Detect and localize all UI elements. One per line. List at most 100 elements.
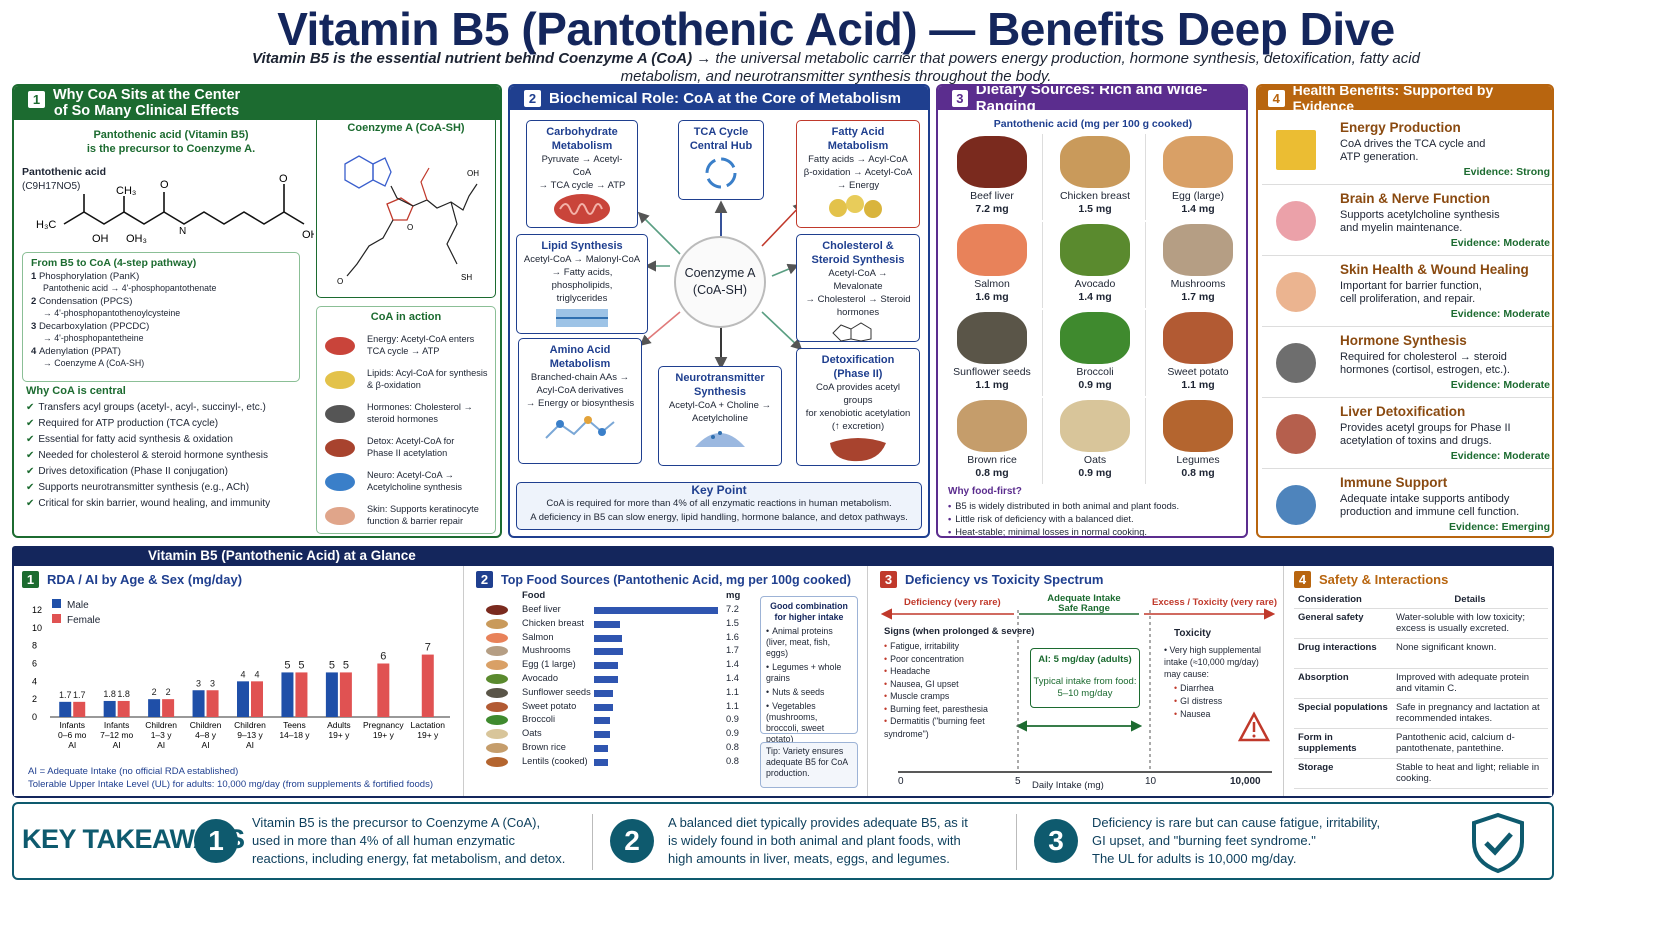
food-row-value: 1.6: [726, 631, 739, 642]
svg-text:OH₃: OH₃: [126, 233, 147, 244]
box-title: Metabolism: [549, 358, 611, 370]
food-thumb-icon: [486, 729, 508, 740]
food-row-bar: [594, 676, 619, 683]
bar-female: [295, 672, 308, 717]
x-tick-label: Infants: [59, 720, 85, 730]
evidence-label: Evidence: Moderate: [1450, 308, 1550, 320]
food-row-value: 0.9: [726, 714, 739, 725]
box-text: hormones: [836, 307, 880, 318]
y-tick-label: 10: [32, 623, 42, 633]
box-text: Acetyl-CoA → Malonyl-CoA: [523, 254, 641, 265]
svg-text:OH: OH: [92, 233, 109, 244]
brain-icon: [1272, 197, 1322, 247]
food-value: 0.9 mg: [1078, 467, 1112, 479]
ai-box: AI: 5 mg/day (adults) Typical intake fro…: [1030, 648, 1140, 708]
x-tick-label: AI: [157, 740, 165, 750]
hub-label: Coenzyme A: [684, 266, 756, 280]
x-tick-label: 0–6 mo: [58, 730, 87, 740]
svg-text:CH₃: CH₃: [116, 185, 136, 197]
why-food-title: Why food-first?: [948, 486, 1022, 497]
x-tick-label: Children: [145, 720, 177, 730]
action-title: CoA in action: [370, 311, 442, 323]
svg-text:N: N: [179, 226, 186, 237]
combo-box: Good combination for higher intake •Anim…: [760, 596, 858, 744]
food-value: 0.9 mg: [1078, 379, 1112, 391]
detox-box: Detoxification(Phase II) CoA provides ac…: [796, 348, 920, 466]
bar-value-label: 5: [298, 659, 304, 671]
safety-consideration: General safety: [1294, 608, 1392, 639]
box-text: Pyruvate → Acetyl-CoA: [541, 154, 623, 178]
benefit-title: Hormone Synthesis: [1340, 333, 1467, 348]
sign-item: •Dermatitis ("burning feet syndrome"): [884, 716, 985, 739]
panel-biochemical-role: 2 Biochemical Role: CoA at the Core of M…: [508, 84, 930, 538]
food-thumb-icon: [486, 660, 508, 671]
safety-consideration: Special populations: [1294, 698, 1392, 729]
food-name: Legumes: [1176, 454, 1220, 466]
page-subtitle: Vitamin B5 is the essential nutrient beh…: [252, 50, 1420, 85]
x-tick-label: 19+ y: [373, 730, 395, 740]
key-point-title: Key Point: [691, 483, 747, 497]
evidence-label: Evidence: Moderate: [1450, 237, 1550, 249]
svg-text:SH: SH: [461, 273, 472, 282]
x-tick-label: 4–8 y: [195, 730, 217, 740]
check-icon: ✔: [26, 498, 35, 509]
y-tick-label: 2: [32, 694, 37, 704]
food-name: Chicken breast: [1059, 190, 1131, 202]
food-value: 1.1 mg: [1181, 379, 1215, 391]
x-tick-label: AI: [68, 740, 76, 750]
bar-value-label: 1.8: [117, 689, 130, 699]
section-number: 4: [1268, 89, 1285, 107]
skin-icon: [325, 507, 355, 525]
coenzyme-a-hub: Coenzyme A(CoA-SH): [674, 236, 766, 328]
box-title: Cholesterol &: [822, 240, 894, 252]
bar-female: [162, 699, 175, 717]
food-thumb-icon: [486, 646, 508, 657]
bar-female: [206, 690, 219, 717]
key-point-text: A deficiency in B5 can slow energy, lipi…: [530, 512, 908, 523]
box-text: → Energy or biosynthesis: [525, 398, 635, 409]
step-detail: Pantothenic acid → 4'-phosphopantothenat…: [43, 283, 217, 293]
bar-value-label: 3: [210, 678, 215, 688]
list-item: ✔Drives detoxification (Phase II conjuga…: [26, 466, 228, 477]
food-value: 7.2 mg: [975, 203, 1009, 215]
pathway-step: 4 Adenylation (PPAT)→ Coenzyme A (CoA-SH…: [31, 346, 291, 369]
food-card: Egg (large)1.4 mg: [1147, 134, 1246, 220]
x-tick-label: 19+ y: [417, 730, 439, 740]
liver-icon: [325, 439, 355, 457]
central-title: Why CoA is central: [26, 385, 126, 397]
x-tick-label: AI: [202, 740, 210, 750]
safety-consideration: Drug interactions: [1294, 638, 1392, 669]
food-row-name: Beef liver: [522, 604, 561, 614]
box-text: → Energy: [836, 180, 880, 191]
step-title: 1 Phosphorylation (PanK): [31, 271, 140, 282]
col-mg: mg: [726, 590, 741, 601]
check-icon: ✔: [26, 482, 35, 493]
food-row-name: Mushrooms: [522, 645, 571, 656]
takeaway-text: Deficiency is rare but can cause fatigue…: [1092, 815, 1381, 866]
list-item: ✔Supports neurotransmitter synthesis (e.…: [26, 482, 250, 493]
food-thumb-icon: [486, 674, 508, 684]
panel-header: 3 Dietary Sources: Rich and Wide-Ranging: [938, 86, 1246, 115]
bar-value-label: 4: [254, 669, 259, 679]
ai-value: AI: 5 mg/day (adults): [1038, 654, 1132, 665]
food-row-name: Salmon: [522, 631, 554, 642]
y-tick-label: 4: [32, 676, 37, 686]
skin-icon: [1272, 268, 1322, 318]
sign-item: •Fatigue, irritability: [884, 641, 960, 651]
food-row-value: 0.8: [726, 742, 739, 752]
synapse-icon: [695, 431, 745, 447]
